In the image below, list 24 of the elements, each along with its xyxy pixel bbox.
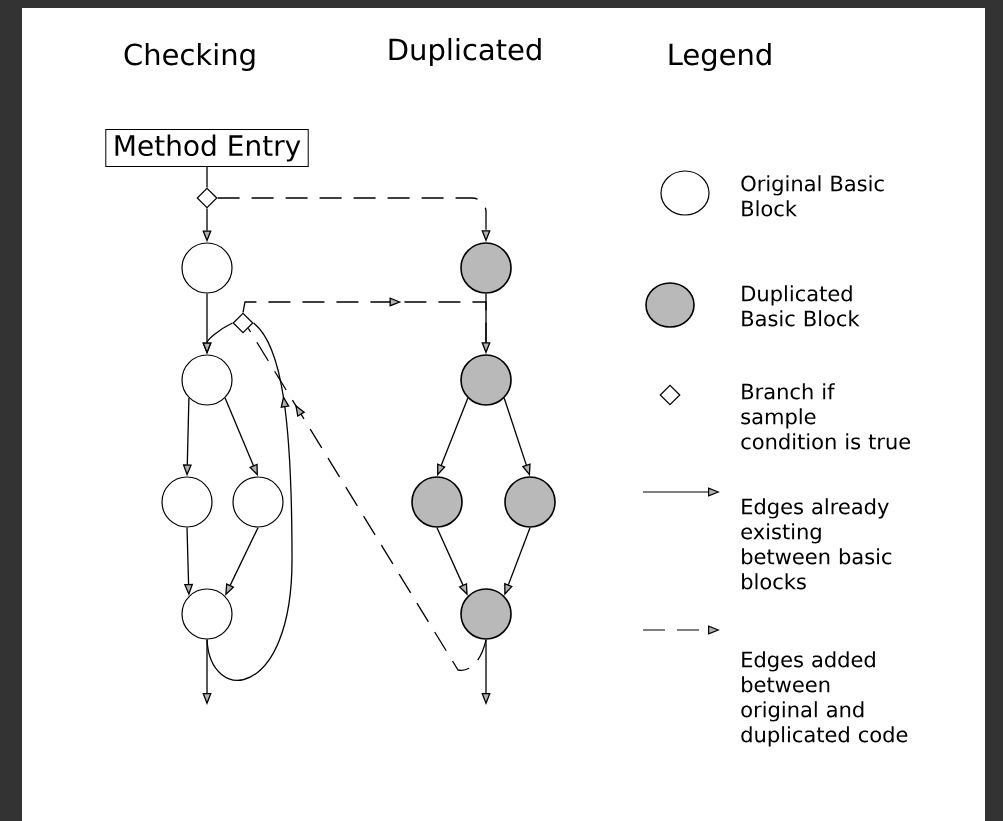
basic-block-circle [460,354,512,406]
basic-block-circle [460,588,512,640]
column-heading: Checking [124,42,255,72]
legend-text: Edges already existing between basic blocks [741,498,892,590]
basic-block-circle [504,476,556,528]
basic-block-circle [232,476,284,528]
basic-block-circle [161,476,213,528]
entry-box: Method Entry [105,128,309,168]
legend-text: Duplicated Basic Block [742,285,860,327]
legend-text: Branch if sample condition is true [741,383,911,450]
arrow [247,327,487,671]
arrow [206,322,293,681]
legend-text: Original Basic Block [741,175,884,217]
column-heading: Duplicated [389,37,541,67]
branch-diamond [196,187,218,209]
legend-text: Edges added between original and duplicated code [741,651,908,747]
branch-diamond [232,312,254,334]
basic-block-circle [460,242,512,294]
basic-block-circle [181,354,233,406]
basic-block-circle [181,588,233,640]
connector-line [206,166,208,189]
column-heading: Legend [669,42,771,72]
basic-block-circle [411,476,463,528]
basic-block-circle [181,242,233,294]
